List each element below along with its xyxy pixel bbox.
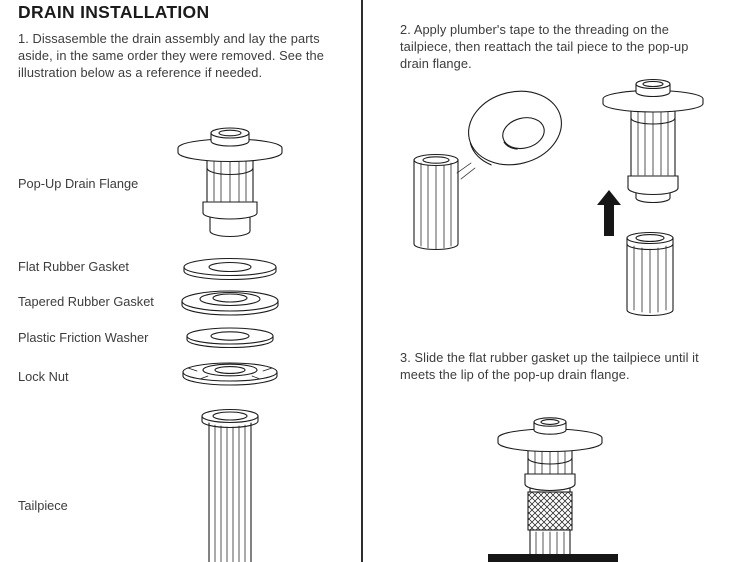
part-label-tapered-rubber-gasket: Tapered Rubber Gasket [18,294,154,309]
tailpiece-drawing [201,408,259,562]
text-line: aside, in the same order they were remov… [18,48,324,63]
part-label-pop-up-drain-flange: Pop-Up Drain Flange [18,176,139,191]
step-1-text: 1. Dissasemble the drain assembly and la… [18,30,324,81]
counter-surface-bar [488,554,618,562]
part-label-plastic-friction-washer: Plastic Friction Washer [18,330,149,345]
lock-nut-drawing [182,362,278,386]
part-label-lock-nut: Lock Nut [18,369,69,384]
text-line: 3. Slide the flat rubber gasket up the t… [400,350,699,365]
tailpiece-lower-drawing [626,231,674,317]
pop-up-drain-flange-drawing [602,78,704,204]
part-label-tailpiece: Tailpiece [18,498,68,513]
tapered-rubber-gasket-drawing [181,290,279,316]
page-title: DRAIN INSTALLATION [18,2,210,22]
tape-strip [456,162,476,180]
text-line: illustration below as a reference if nee… [18,65,263,80]
text-line: drain flange. [400,56,472,71]
step-3-illustration [488,417,618,562]
text-line: meets the lip of the pop-up drain flange… [400,367,630,382]
pop-up-drain-flange-drawing [177,127,283,238]
plastic-friction-washer-drawing [186,327,274,349]
text-line: 2. Apply plumber's tape to the threading… [400,22,669,37]
step-2-text: 2. Apply plumber's tape to the threading… [400,21,688,72]
exploded-drain-assembly-diagram [177,127,283,562]
up-arrow [597,190,621,236]
flat-rubber-gasket-drawing [183,257,277,281]
tailpiece-drawing [413,153,459,251]
step-2-illustration [413,78,704,317]
plumbers-tape-roll-drawing [468,90,562,166]
part-label-flat-rubber-gasket: Flat Rubber Gasket [18,259,129,274]
column-divider [361,0,363,562]
assembled-drain-flange-tailpiece-drawing [488,417,618,562]
text-line: 1. Dissasemble the drain assembly and la… [18,31,320,46]
text-line: tailpiece, then reattach the tail piece … [400,39,689,54]
threaded-section [527,491,573,531]
step-3-text: 3. Slide the flat rubber gasket up the t… [400,349,699,383]
